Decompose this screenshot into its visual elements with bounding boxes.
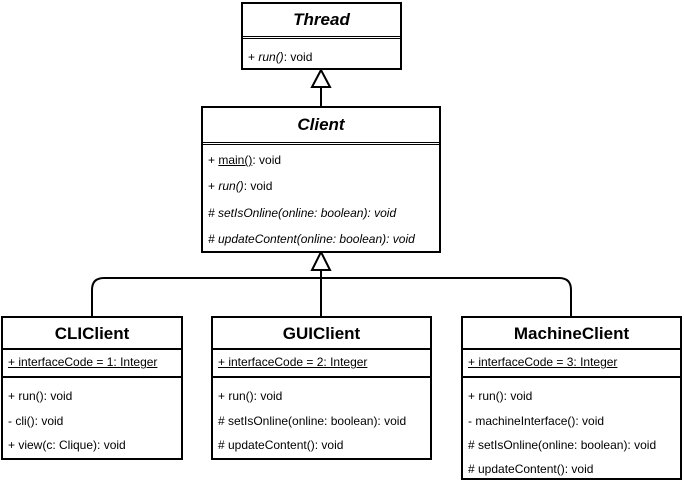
class-guiclient: GUIClient + interfaceCode = 2: Integer +…	[211, 316, 432, 460]
machineclient-op-run: + run(): void	[468, 389, 533, 403]
machineclient-op-machine-interface: - machineInterface(): void	[468, 414, 605, 428]
edge-machineclient-client	[321, 277, 572, 316]
guiclient-op-set-is-online: # setIsOnline(online: boolean): void	[218, 414, 407, 428]
cliclient-attr-interface-code: + interfaceCode = 1: Integer	[8, 355, 158, 369]
machineclient-attr-interface-code: + interfaceCode = 3: Integer	[468, 355, 618, 369]
class-client-name: Client	[297, 115, 345, 134]
cliclient-op-cli: - cli(): void	[8, 414, 64, 428]
guiclient-op-update-content: # updateContent(): void	[218, 438, 344, 452]
class-machineclient-name: MachineClient	[513, 324, 630, 343]
guiclient-attr-interface-code: + interfaceCode = 2: Integer	[218, 355, 368, 369]
edge-cliclient-client	[91, 277, 321, 316]
class-machineclient: MachineClient + interfaceCode = 3: Integ…	[461, 316, 682, 480]
guiclient-op-run: + run(): void	[218, 389, 283, 403]
machineclient-op-update-content: # updateContent(): void	[468, 462, 594, 476]
arrowhead-client	[310, 249, 332, 271]
client-op-run: + run(): void	[208, 179, 273, 193]
client-op-set-is-online: # setIsOnline(online: boolean): void	[208, 206, 397, 220]
cliclient-op-run: + run(): void	[8, 389, 73, 403]
machineclient-op-set-is-online: # setIsOnline(online: boolean): void	[468, 438, 657, 452]
thread-op-run: + run(): void	[248, 50, 313, 64]
class-cliclient: CLIClient + interfaceCode = 1: Integer +…	[1, 316, 183, 460]
class-cliclient-name: CLIClient	[54, 324, 130, 343]
arrowhead-thread	[310, 67, 332, 88]
class-thread: Thread + run(): void	[241, 2, 402, 70]
cliclient-op-view: + view(c: Clique): void	[8, 438, 126, 452]
client-op-main: + main(): void	[208, 153, 282, 167]
class-thread-name: Thread	[293, 10, 350, 29]
client-op-update-content: # updateContent(online: boolean): void	[208, 232, 415, 246]
class-client: Client + main(): void + run(): void # se…	[201, 106, 441, 253]
class-guiclient-name: GUIClient	[282, 324, 361, 343]
